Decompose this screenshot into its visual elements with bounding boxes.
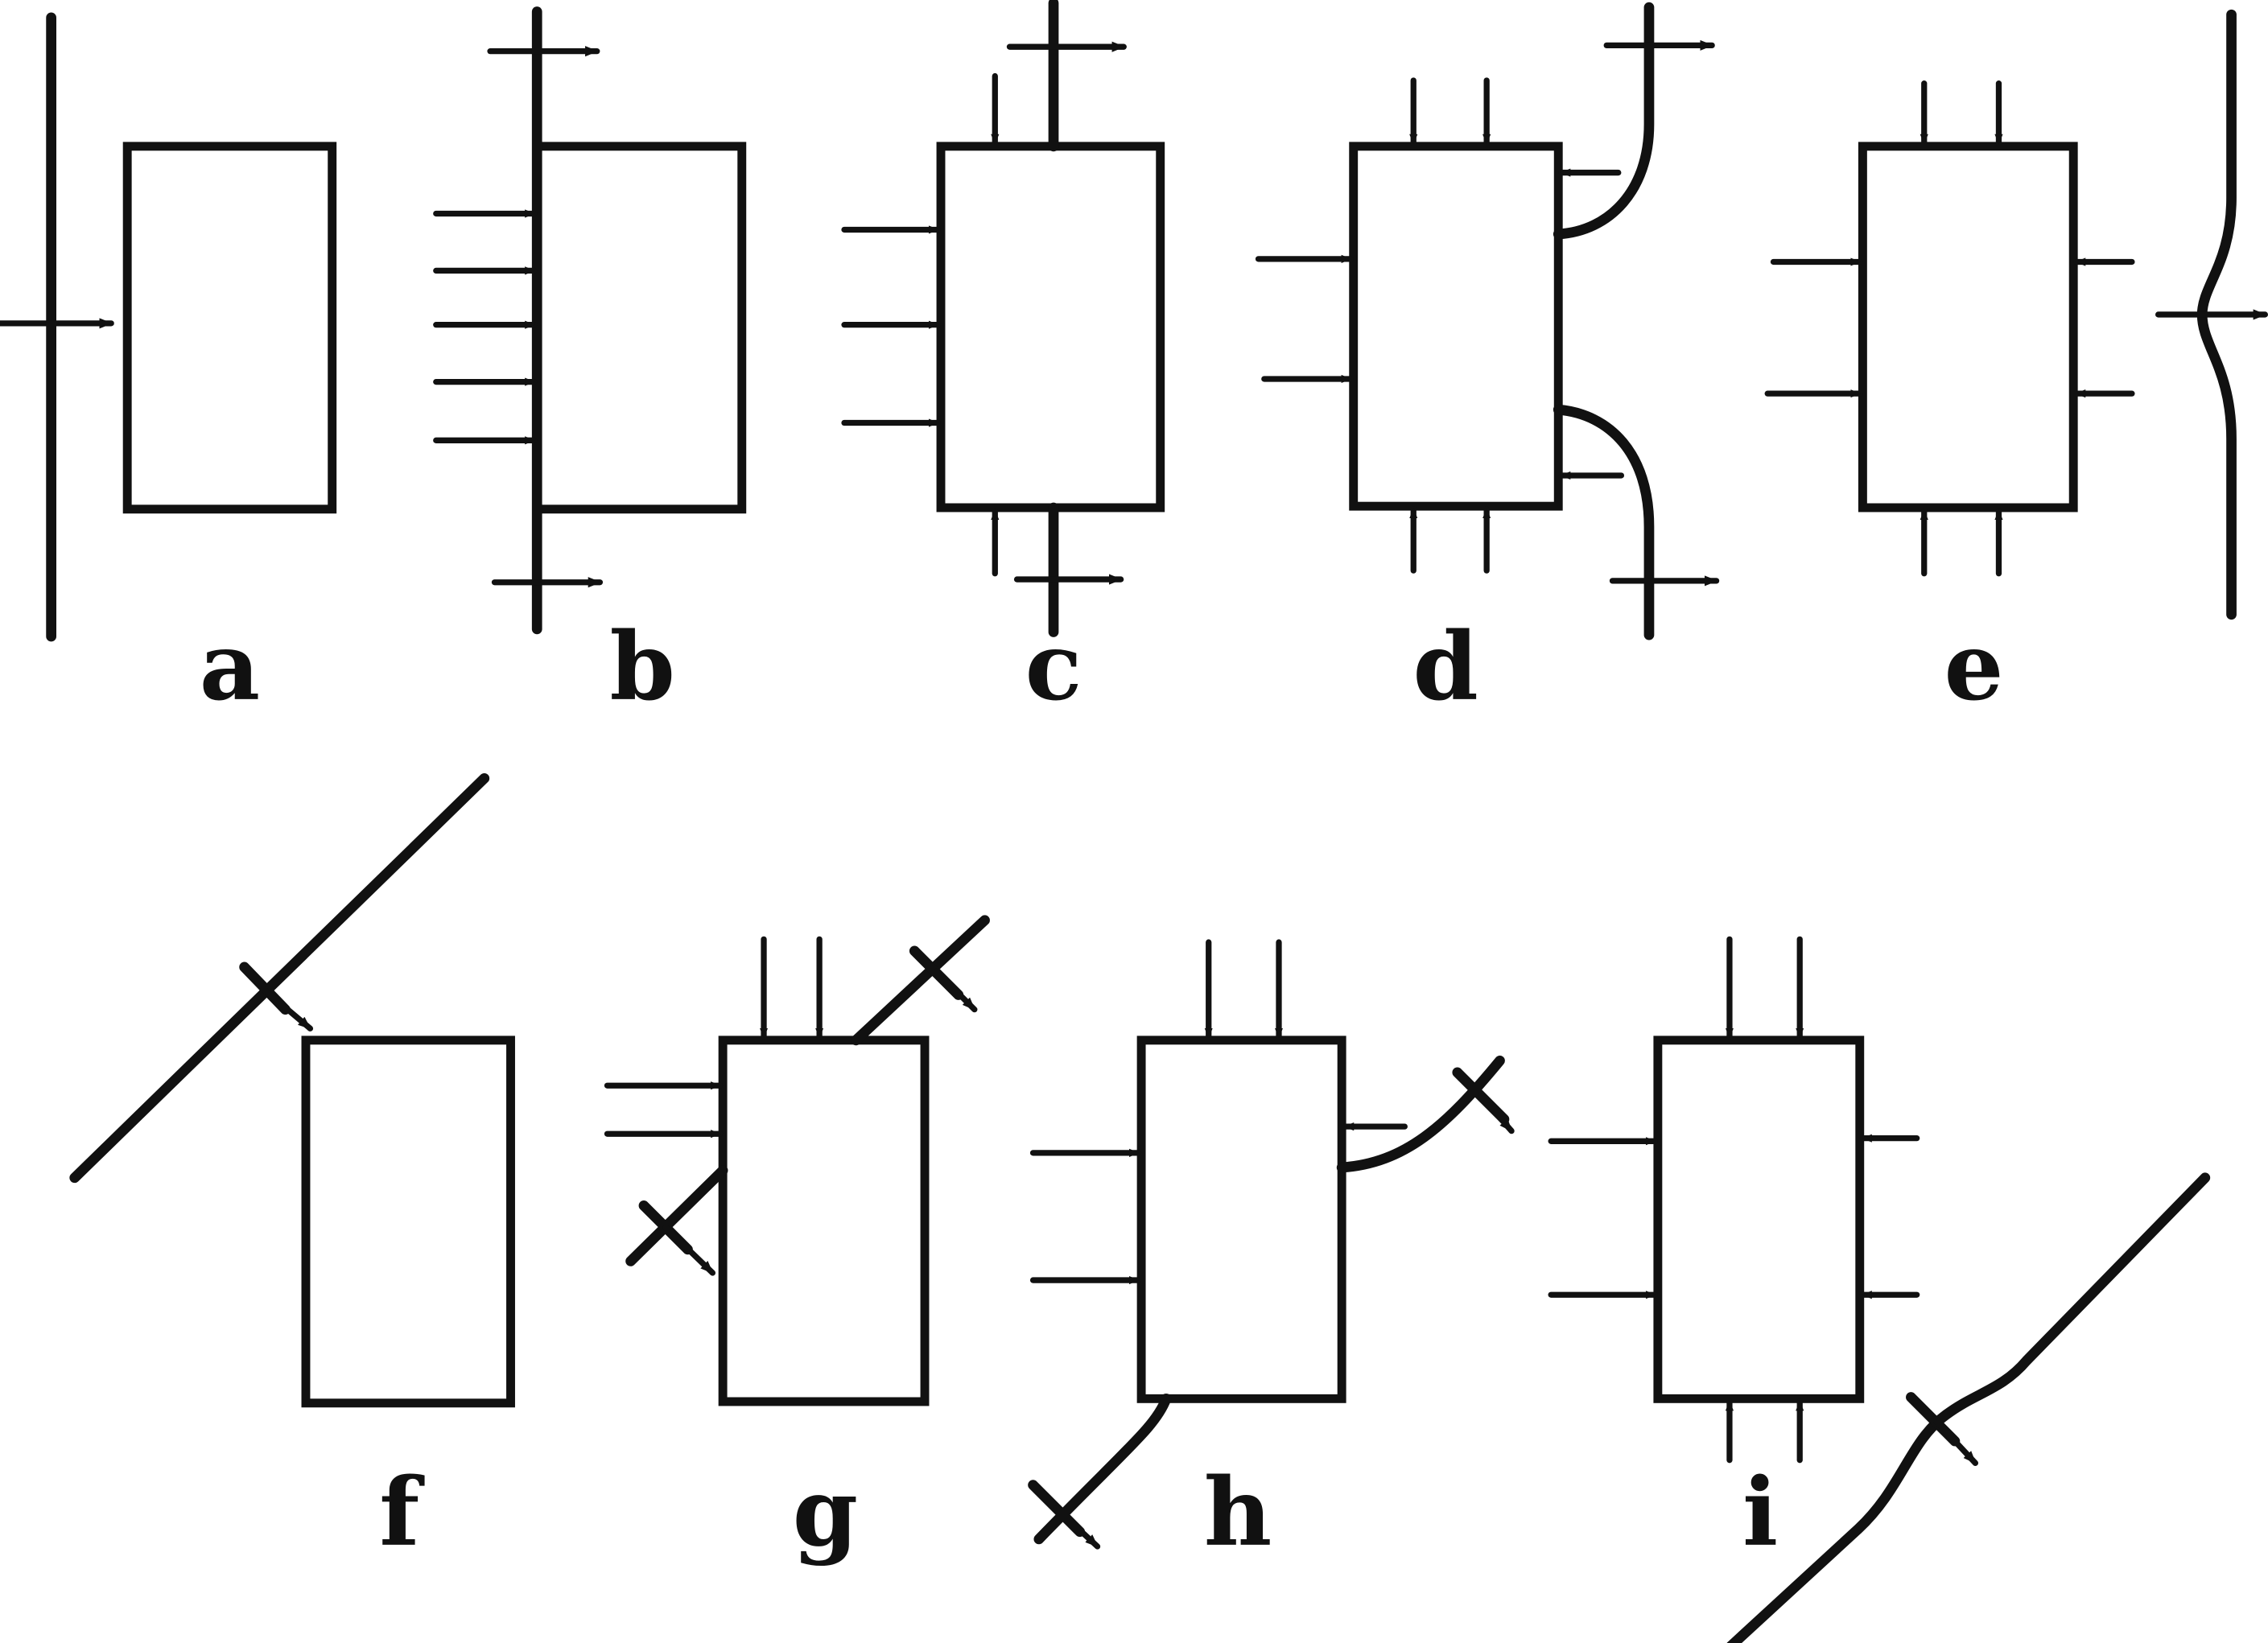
panel-a: a <box>0 12 337 722</box>
panel-label: d <box>1413 612 1478 722</box>
flow-arrow <box>662 1224 716 1276</box>
panel-f: f <box>69 772 515 1567</box>
panel-d: d <box>1255 2 1720 722</box>
panel-i: i <box>1548 936 2211 1643</box>
flow-arrow <box>933 968 978 1013</box>
panel-b: b <box>433 6 747 722</box>
flux-line-upper <box>1336 1055 1505 1173</box>
panel-label: c <box>1025 612 1082 722</box>
flux-line-upper <box>1553 2 1655 240</box>
panel-label: g <box>793 1458 858 1567</box>
panel-h: h <box>1028 939 1515 1567</box>
panel-label: b <box>609 612 674 722</box>
obstacle-rect <box>1349 142 1563 511</box>
panel-g: g <box>604 915 990 1567</box>
obstacle-rect <box>532 142 747 514</box>
obstacle-rect <box>936 142 1165 513</box>
flux-line-lower <box>1033 1393 1172 1545</box>
obstacle-rect <box>1136 1036 1346 1403</box>
panel-c: c <box>841 0 1165 722</box>
flow-arrow <box>1478 1093 1515 1134</box>
flow-arrow <box>260 986 314 1032</box>
panel-label: f <box>379 1458 425 1567</box>
flux-line-upper <box>851 915 990 1046</box>
panel-label: e <box>1944 612 2004 722</box>
obstacle-rect <box>301 1036 515 1408</box>
flow-arrow <box>1931 1416 1979 1466</box>
obstacle-rect <box>122 142 337 514</box>
flux-line <box>1726 1172 2211 1643</box>
flow-arrow <box>1054 1505 1101 1550</box>
obstacle-rect <box>1653 1036 1865 1403</box>
flux-line <box>69 772 490 1184</box>
panel-label: a <box>200 612 260 722</box>
obstacle-rect <box>1858 142 2078 513</box>
panel-label: i <box>1742 1458 1778 1567</box>
panel-e: e <box>1764 9 2268 722</box>
flux-line-lower <box>1553 404 1655 640</box>
panel-label: h <box>1204 1458 1272 1567</box>
flux-line-lower <box>625 1165 728 1266</box>
obstacle-rect <box>718 1036 930 1406</box>
